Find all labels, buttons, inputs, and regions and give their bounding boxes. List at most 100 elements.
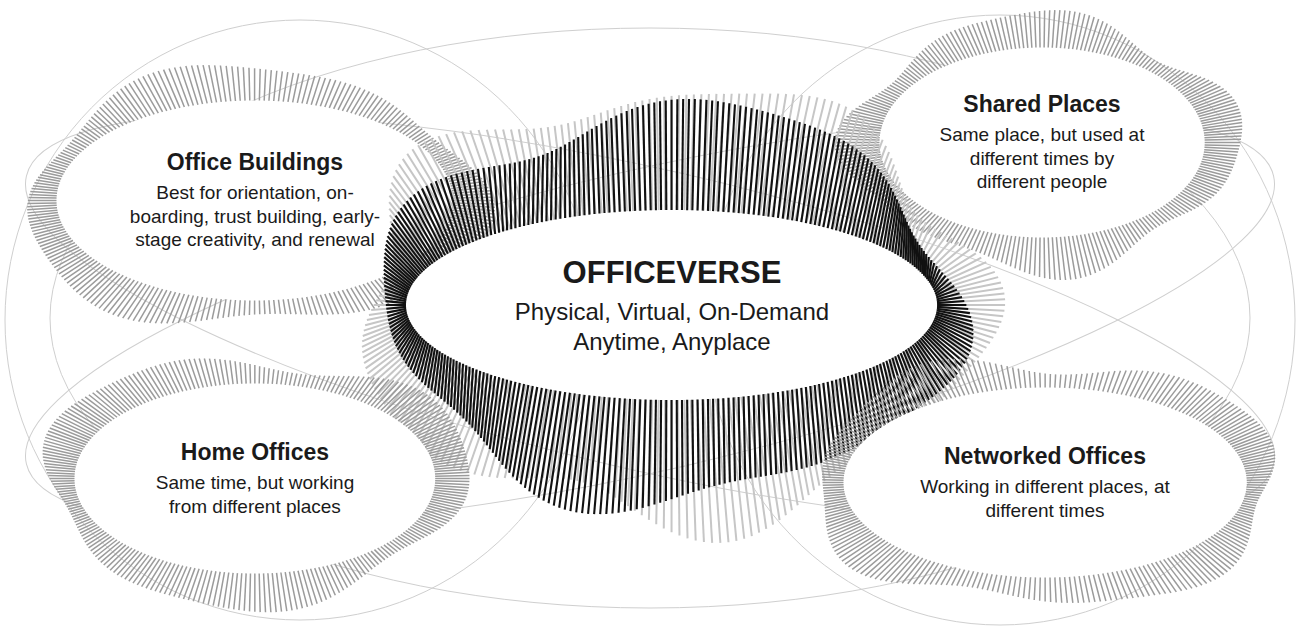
hatch-stroke: [272, 369, 274, 384]
hatch-stroke: [655, 400, 656, 505]
hatch-stroke: [589, 396, 600, 513]
hatch-stroke: [759, 112, 768, 215]
hatch-stroke: [525, 388, 542, 488]
text-block: Office BuildingsBest for orientation, on…: [127, 148, 382, 252]
hatch-stroke: [997, 575, 1001, 592]
hatch-stroke: [67, 261, 97, 283]
hatch-stroke: [58, 489, 76, 491]
hatch-stroke: [536, 389, 549, 478]
blob-body: Physical, Virtual, On-Demand Anytime, An…: [497, 297, 847, 357]
hatch-stroke: [259, 366, 261, 383]
hatch-stroke: [218, 299, 222, 318]
hatch-stroke: [66, 147, 80, 153]
hatch-stroke: [627, 111, 630, 211]
hatch-stroke: [724, 398, 725, 483]
hatch-stroke: [638, 107, 641, 211]
hatch-stroke: [823, 486, 844, 488]
hatch-stroke: [1121, 370, 1132, 394]
hatch-stroke: [461, 364, 464, 416]
hatch-stroke: [254, 300, 256, 314]
hatch-stroke: [235, 361, 237, 384]
hatch-stroke: [435, 472, 469, 474]
hatch-stroke: [560, 147, 562, 219]
hatch-stroke: [142, 370, 160, 397]
hatch-stroke: [827, 520, 860, 533]
hatch-stroke: [1208, 538, 1239, 559]
hatch-stroke: [1107, 572, 1116, 599]
hatch-stroke: [822, 471, 844, 473]
hatch-stroke: [966, 359, 979, 393]
hatch-stroke: [637, 399, 641, 509]
hatch-stroke: [407, 201, 440, 259]
hatch-stroke: [825, 505, 849, 511]
hatch-stroke: [134, 80, 155, 113]
hatch-stroke: [277, 370, 279, 384]
hatch-stroke: [937, 301, 964, 303]
hatch-stroke: [601, 397, 610, 514]
hatch-stroke: [464, 365, 467, 418]
hatch-stroke: [375, 381, 399, 407]
hatch-stroke: [1049, 373, 1051, 387]
hatch-stroke: [764, 394, 766, 476]
hatch-stroke: [268, 573, 271, 612]
hatch-stroke: [1080, 15, 1089, 50]
hatch-stroke: [977, 572, 983, 587]
hatch-stroke: [46, 469, 75, 471]
hatch-stroke: [325, 80, 336, 107]
orbit-line: [50, 28, 1250, 608]
hatch-stroke: [435, 474, 469, 476]
hatch-stroke: [279, 299, 281, 313]
hatch-stroke: [1129, 48, 1139, 62]
hatch-stroke: [259, 300, 261, 314]
hatch-stroke: [307, 296, 312, 314]
hatch-stroke: [824, 496, 846, 499]
hatch-stroke: [665, 100, 668, 210]
hatch-stroke: [298, 570, 307, 606]
hatch-stroke: [1043, 237, 1045, 278]
hatch-stroke: [139, 287, 159, 321]
blob-hatch: [834, 10, 1242, 280]
hatch-stroke: [1013, 576, 1016, 595]
hatch-stroke: [142, 559, 160, 586]
hatch-stroke: [788, 390, 792, 471]
hatch-stroke: [1001, 364, 1006, 388]
hatch-stroke: [411, 198, 443, 257]
hatch-stroke: [573, 140, 576, 217]
hatch-stroke: [68, 145, 82, 152]
hatch-stroke: [232, 66, 236, 101]
hatch-stroke: [1164, 559, 1187, 589]
hatch-stroke: [1015, 14, 1020, 48]
hatch-stroke: [190, 296, 198, 322]
hatch-stroke: [495, 130, 521, 227]
hatch-stroke: [97, 390, 123, 413]
hatch-stroke: [91, 536, 112, 551]
hatch-stroke: [63, 150, 77, 156]
hatch-stroke: [528, 159, 531, 225]
hatch-stroke: [274, 70, 277, 100]
hatch-stroke: [698, 400, 699, 491]
hatch-stroke: [70, 263, 100, 286]
hatch-stroke: [221, 65, 227, 101]
hatch-stroke: [607, 121, 610, 213]
hatch-stroke: [139, 78, 159, 113]
hatch-stroke: [698, 99, 701, 210]
hatch-stroke: [1048, 237, 1050, 279]
blob-body: Same place, but used at different times …: [939, 123, 1144, 194]
hatch-stroke: [1247, 481, 1268, 483]
hatch-stroke: [1139, 55, 1148, 66]
hatch-stroke: [302, 570, 312, 605]
blob-core: [879, 47, 1204, 237]
hatch-stroke: [189, 359, 199, 388]
hatch-stroke: [281, 371, 283, 384]
hatch-stroke: [108, 279, 134, 312]
hatch-stroke: [433, 457, 467, 462]
hatch-stroke: [625, 399, 630, 512]
hatch-stroke: [321, 78, 331, 105]
hatch-stroke: [311, 375, 316, 388]
hatch-stroke: [1029, 577, 1031, 599]
hatch-stroke: [1052, 237, 1055, 279]
hatch-stroke: [664, 400, 665, 528]
hatch-stroke: [1023, 577, 1025, 598]
hatch-stroke: [685, 400, 688, 538]
hatch-stroke: [249, 300, 251, 314]
